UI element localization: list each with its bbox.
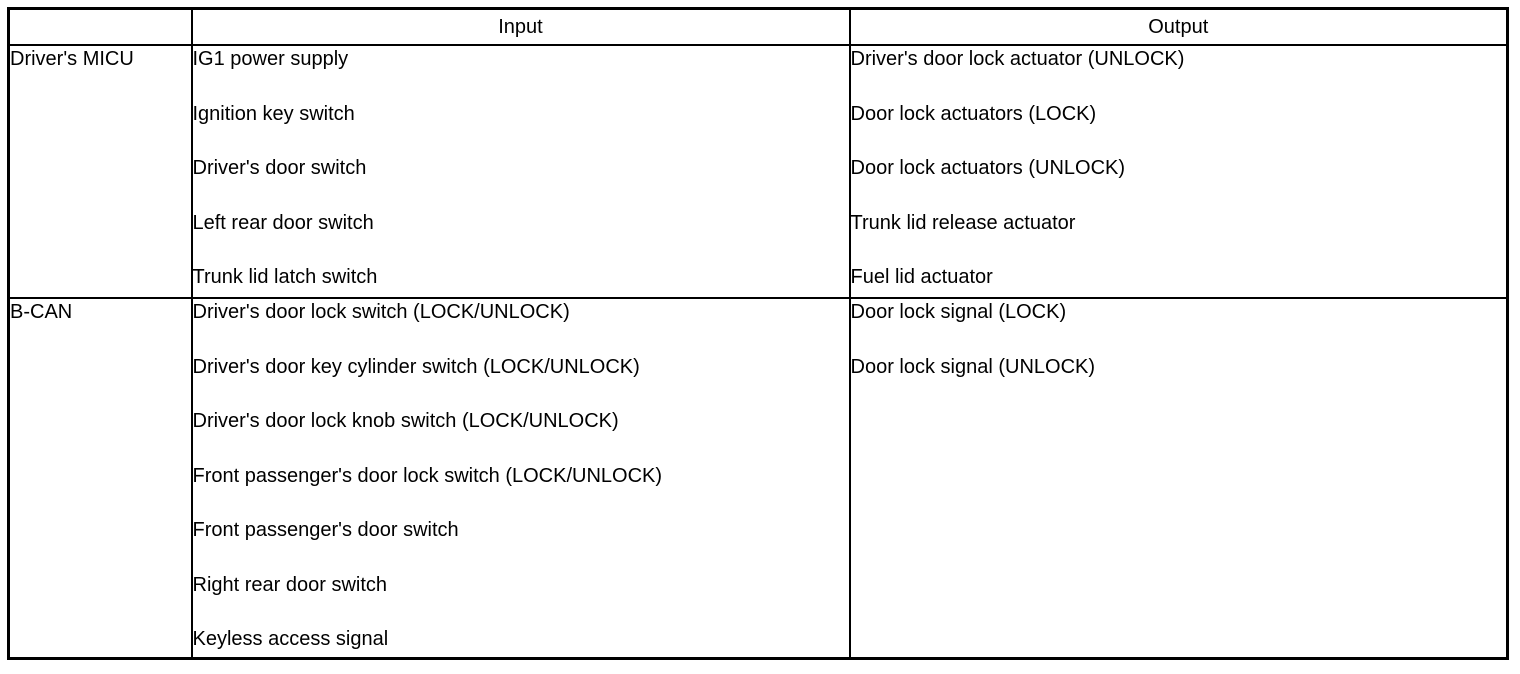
list-item: Keyless access signal <box>192 628 389 650</box>
list-item: Right rear door switch <box>192 573 388 596</box>
list-item: Driver's door key cylinder switch (LOCK/… <box>192 355 640 378</box>
header-cell-input: Input <box>190 7 851 46</box>
list-item: Driver's door lock switch (LOCK/UNLOCK) <box>192 301 570 323</box>
header-cell-output: Output <box>848 7 1509 46</box>
list-item: Door lock signal (UNLOCK) <box>850 355 1096 378</box>
header-cell-system <box>7 7 193 46</box>
list-item: IG1 power supply <box>192 48 349 70</box>
header-row: Input Output <box>7 7 1509 46</box>
table-body: Driver's MICU IG1 power supply Ignition … <box>7 44 1509 660</box>
input-list-cell: Driver's door lock switch (LOCK/UNLOCK) … <box>190 297 851 660</box>
list-item: Door lock actuators (LOCK) <box>850 102 1097 125</box>
input-output-table: Input Output Driver's MICU IG1 power sup… <box>7 7 1509 660</box>
table-row: B-CAN Driver's door lock switch (LOCK/UN… <box>7 297 1509 660</box>
list-item: Door lock actuators (UNLOCK) <box>850 157 1126 179</box>
input-list: Driver's door lock switch (LOCK/UNLOCK) … <box>193 299 849 652</box>
list-item: Trunk lid release actuator <box>850 211 1076 234</box>
system-label-cell: Driver's MICU <box>7 44 193 299</box>
list-item: Driver's door lock actuator (UNLOCK) <box>850 48 1185 70</box>
system-label-cell: B-CAN <box>7 297 193 660</box>
list-item: Front passenger's door lock switch (LOCK… <box>192 464 663 487</box>
list-item: Door lock signal (LOCK) <box>850 301 1067 323</box>
output-list-cell: Door lock signal (LOCK) Door lock signal… <box>848 297 1509 660</box>
table-header: Input Output <box>7 7 1509 46</box>
list-item: Ignition key switch <box>192 102 355 125</box>
list-item: Front passenger's door switch <box>192 519 459 541</box>
input-list-cell: IG1 power supply Ignition key switch Dri… <box>190 44 851 299</box>
output-list-cell: Driver's door lock actuator (UNLOCK) Doo… <box>848 44 1509 299</box>
output-list: Driver's door lock actuator (UNLOCK) Doo… <box>851 46 1507 290</box>
list-item: Trunk lid latch switch <box>192 266 378 288</box>
output-list: Door lock signal (LOCK) Door lock signal… <box>851 299 1507 380</box>
table-row: Driver's MICU IG1 power supply Ignition … <box>7 44 1509 299</box>
list-item: Fuel lid actuator <box>850 266 993 288</box>
list-item: Driver's door lock knob switch (LOCK/UNL… <box>192 410 619 432</box>
list-item: Left rear door switch <box>192 211 374 234</box>
input-list: IG1 power supply Ignition key switch Dri… <box>193 46 849 290</box>
list-item: Driver's door switch <box>192 157 367 179</box>
